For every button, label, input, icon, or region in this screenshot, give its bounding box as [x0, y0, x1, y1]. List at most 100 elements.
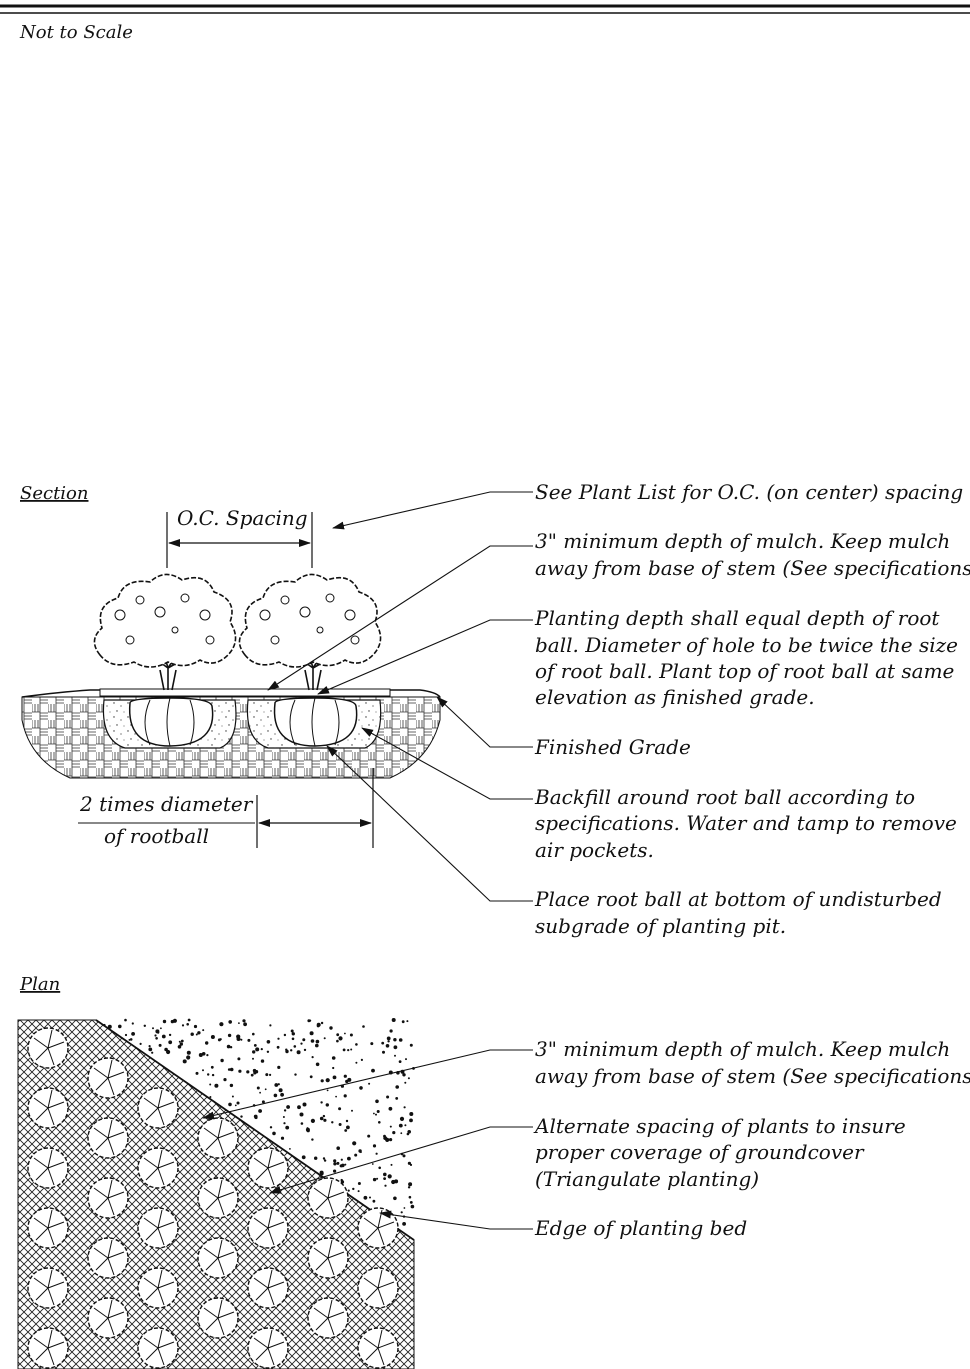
- mulch-dot: [354, 1153, 358, 1157]
- mulch-dot: [148, 1047, 153, 1052]
- mulch-dot: [314, 1156, 318, 1160]
- mulch-dot: [372, 1144, 377, 1148]
- mulch-dot: [158, 1043, 162, 1047]
- mulch-dot: [303, 1048, 307, 1052]
- mulch-dot: [332, 1066, 335, 1070]
- mulch-dot: [407, 1130, 412, 1134]
- mulch-dot: [350, 1048, 353, 1051]
- mulch-dot: [403, 1106, 406, 1109]
- mulch-dot: [220, 1058, 224, 1063]
- mulch-dot: [124, 1033, 128, 1037]
- mulch-dot: [151, 1051, 154, 1054]
- mulch-dot: [404, 1081, 407, 1084]
- groundcover-plant: [27, 1207, 69, 1249]
- mulch-dot: [306, 1129, 310, 1133]
- mulch-dot: [344, 1129, 348, 1132]
- mulch-dot: [322, 1157, 326, 1160]
- mulch-dot: [290, 1049, 293, 1052]
- mulch-dot: [182, 1059, 187, 1064]
- mulch-dot: [389, 1138, 393, 1142]
- mulch-dot: [381, 1041, 385, 1045]
- mulch-dot: [338, 1036, 343, 1041]
- mulch-dot: [355, 1043, 358, 1046]
- mulch-dot: [323, 1118, 327, 1122]
- mulch-dot: [198, 1053, 203, 1057]
- mulch-dot: [378, 1121, 381, 1124]
- mulch-dot: [369, 1196, 371, 1199]
- plan-callouts: 3" minimum depth of mulch. Keep mulch aw…: [533, 1037, 970, 1240]
- mulch-dot: [385, 1044, 390, 1048]
- mulch-dot: [207, 1073, 210, 1076]
- mulch-dot: [206, 1054, 209, 1057]
- mulch-dot: [201, 1052, 206, 1056]
- callout-mulch-line1: 3" minimum depth of mulch. Keep mulch: [535, 529, 950, 553]
- diameter-label-line2: of rootball: [104, 824, 209, 848]
- mulch-dot: [161, 1034, 166, 1039]
- mulch-dot: [310, 1039, 315, 1043]
- mulch-dot: [309, 1031, 314, 1036]
- mulch-dot: [261, 1100, 265, 1104]
- mulch-dot: [405, 1058, 407, 1061]
- mulch-dot: [293, 1045, 297, 1048]
- groundcover-plant: [87, 1117, 129, 1159]
- mulch-dot: [371, 1068, 375, 1073]
- groundcover-plant: [247, 1207, 289, 1249]
- mulch-dot: [302, 1038, 306, 1042]
- mulch-dot: [347, 1189, 350, 1192]
- mulch-dot: [347, 1077, 352, 1082]
- mulch-dot: [280, 1092, 284, 1097]
- mulch-dot: [118, 1024, 122, 1029]
- mulch-dot: [393, 1196, 397, 1201]
- groundcover-plant: [87, 1177, 129, 1219]
- mulch-dot: [393, 1045, 398, 1050]
- mulch-dot: [131, 1022, 134, 1025]
- mulch-dot: [256, 1086, 260, 1090]
- mulch-dot: [178, 1040, 181, 1043]
- mulch-dot: [269, 1024, 272, 1027]
- mulch-dot: [325, 1103, 329, 1107]
- mulch-dot: [131, 1032, 136, 1036]
- mulch-dot: [143, 1024, 146, 1028]
- mulch-dot: [286, 1105, 290, 1109]
- groundcover-plant: [27, 1147, 69, 1189]
- mulch-dot: [386, 1095, 390, 1099]
- mulch-dot: [315, 1062, 320, 1067]
- mulch-dot: [382, 1050, 385, 1054]
- plan-planting-bed: [17, 1018, 415, 1369]
- mulch-dot: [228, 1020, 232, 1024]
- mulch-dot: [320, 1101, 323, 1104]
- mulch-dot: [166, 1049, 171, 1055]
- section-callouts: See Plant List for O.C. (on center) spac…: [534, 480, 970, 938]
- mulch-dot: [392, 1131, 396, 1135]
- mulch-dot: [107, 1024, 112, 1029]
- plan-plants: [27, 1027, 399, 1369]
- mulch-dot: [209, 1096, 212, 1098]
- mulch-dot: [168, 1033, 172, 1037]
- root-ball-right: [273, 697, 358, 747]
- callout-rootball-line2: subgrade of planting pit.: [535, 914, 786, 938]
- mulch-dot: [400, 1132, 403, 1135]
- groundcover-plant: [247, 1147, 289, 1189]
- mulch-dot: [376, 1177, 379, 1180]
- mulch-dot: [347, 1049, 350, 1052]
- callout-depth-line1: Planting depth shall equal depth of root: [534, 606, 940, 630]
- groundcover-plant: [87, 1237, 129, 1279]
- mulch-dot: [338, 1123, 342, 1126]
- mulch-dot: [311, 1056, 314, 1059]
- mulch-dot: [195, 1033, 198, 1036]
- mulch-dot: [410, 1204, 415, 1209]
- mulch-dot: [302, 1102, 307, 1107]
- mulch-dot: [326, 1089, 329, 1092]
- mulch-dot: [343, 1074, 347, 1078]
- callout-backfill-line2: specifications. Water and tamp to remove: [535, 811, 957, 835]
- mulch-dot: [299, 1112, 304, 1117]
- mulch-dot: [375, 1113, 377, 1116]
- mulch-dot: [401, 1020, 405, 1024]
- mulch-dot: [229, 1083, 234, 1088]
- mulch-dot: [265, 1073, 269, 1077]
- section-leader-lines: [267, 491, 533, 902]
- groundcover-plant: [137, 1207, 179, 1249]
- groundcover-plant: [137, 1087, 179, 1129]
- callout-rootball-line1: Place root ball at bottom of undisturbed: [534, 887, 942, 911]
- mulch-dots: [103, 1018, 415, 1226]
